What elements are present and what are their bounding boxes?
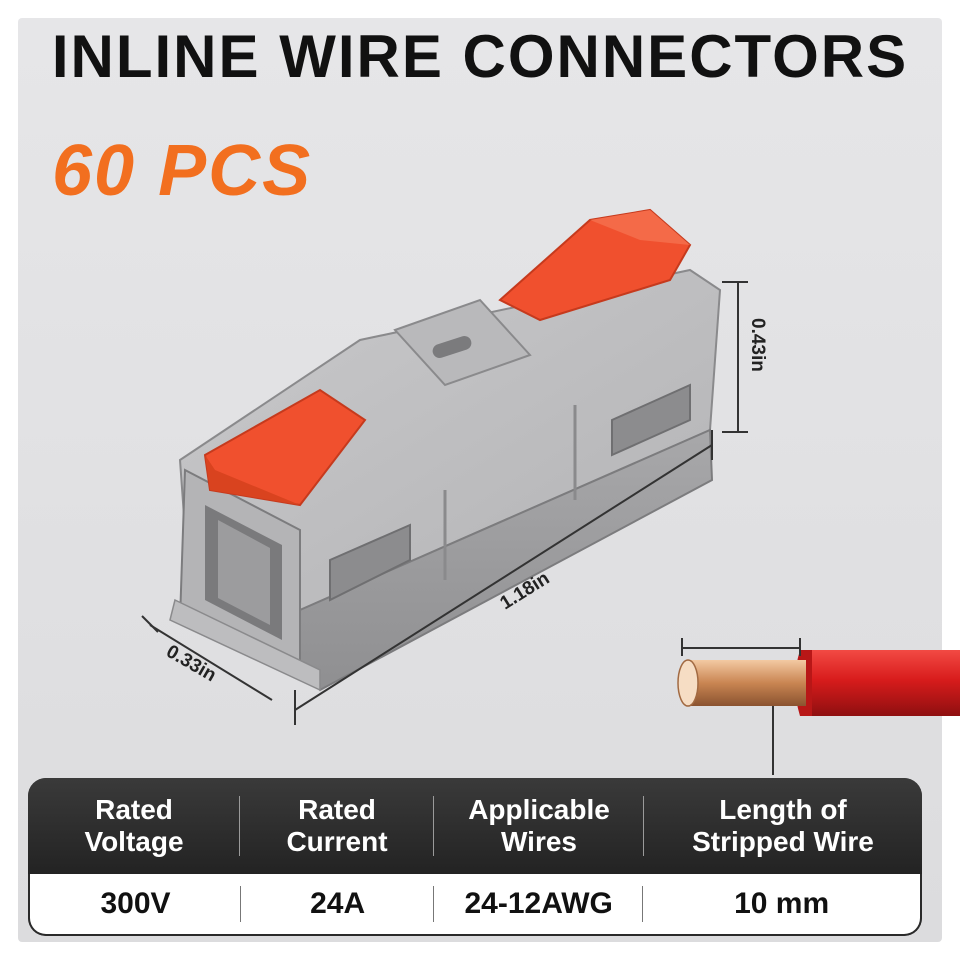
- value-rated-current: 24A: [241, 874, 435, 934]
- connector-body: [169, 268, 722, 692]
- spec-header-row: Rated Voltage Rated Current Applicable W…: [28, 778, 922, 874]
- header-rated-current: Rated Current: [240, 778, 434, 874]
- lever-right: [498, 208, 692, 322]
- length-dimension: [294, 430, 713, 725]
- header-stripped-length: Length of Stripped Wire: [692, 794, 874, 857]
- width-dimension: [141, 615, 273, 701]
- value-rated-voltage: 300V: [30, 874, 242, 934]
- height-label: 0.43in: [747, 318, 768, 372]
- value-stripped-length: 10 mm: [734, 887, 830, 920]
- spec-value-row: 300V 24A 24-12AWG 10 mm: [28, 874, 922, 936]
- value-applicable-wires: 24-12AWG: [434, 874, 644, 934]
- product-title: INLINE WIRE CONNECTORS: [51, 23, 909, 90]
- header-rated-voltage: Rated Voltage: [28, 778, 240, 874]
- wire-illustration: [677, 638, 960, 775]
- spec-table: Rated Voltage Rated Current Applicable W…: [28, 778, 922, 936]
- lever-left: [203, 388, 367, 507]
- height-dimension: [722, 281, 748, 433]
- header-applicable-wires: Applicable Wires: [434, 778, 644, 874]
- width-label: 0.33in: [163, 641, 220, 686]
- quantity-label: 60 PCS: [52, 131, 313, 211]
